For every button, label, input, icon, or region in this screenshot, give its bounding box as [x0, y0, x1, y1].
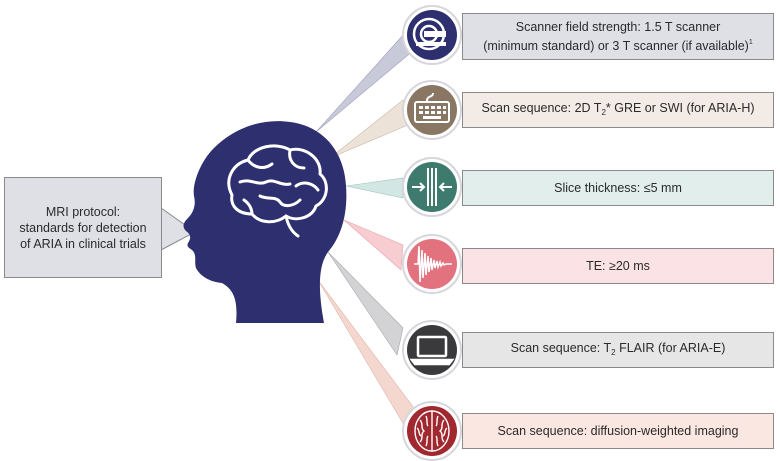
intro-line-1: MRI protocol: — [45, 204, 121, 219]
item-label-scanner-field-strength: Scanner field strength: 1.5 T scanner (m… — [462, 13, 774, 60]
intro-label: MRI protocol: standards for detection of… — [4, 177, 162, 278]
laptop-icon — [409, 335, 455, 366]
item-4-text: TE: ≥20 ms — [586, 259, 650, 273]
item-1-line-1: Scanner field strength: 1.5 T scanner — [515, 20, 721, 34]
slice-thickness-icon — [412, 168, 452, 206]
item-label-te: TE: ≥20 ms — [462, 248, 774, 284]
brain-icon — [227, 144, 328, 238]
keyboard-icon — [414, 92, 450, 123]
item-label-flair: Scan sequence: T2 FLAIR (for ARIA-E) — [462, 332, 774, 368]
icon-circle-3 — [402, 157, 462, 217]
item-2-text: Scan sequence: 2D T2* GRE or SWI (for AR… — [481, 100, 755, 117]
footnote-marker: 1 — [748, 39, 753, 46]
item-5-text: Scan sequence: T2 FLAIR (for ARIA-E) — [510, 340, 726, 357]
item-1-line-2: (minimum standard) or 3 T scanner (if av… — [483, 39, 753, 53]
item-label-diffusion-weighted: Scan sequence: diffusion-weighted imagin… — [462, 413, 774, 449]
item-3-text: Slice thickness: ≤5 mm — [554, 181, 682, 195]
item-label-scan-sequence-gre-swi: Scan sequence: 2D T2* GRE or SWI (for AR… — [462, 92, 774, 128]
intro-line-2: standards for detection — [19, 220, 147, 235]
connector-4 — [343, 219, 404, 271]
mri-scanner-icon — [412, 17, 446, 51]
icon-circle-5 — [402, 320, 462, 380]
icon-circle-2 — [402, 80, 462, 140]
connector-5 — [327, 251, 404, 356]
icon-circle-6 — [402, 401, 462, 461]
item-label-slice-thickness: Slice thickness: ≤5 mm — [462, 170, 774, 206]
icon-circle-1 — [402, 5, 462, 65]
item-6-text: Scan sequence: diffusion-weighted imagin… — [497, 424, 739, 438]
connector-3 — [345, 177, 404, 199]
brain-scan-icon — [414, 410, 450, 452]
intro-line-3: of ARIA in clinical trials — [20, 236, 146, 251]
icon-circle-4 — [402, 234, 462, 294]
signal-decay-icon — [414, 245, 452, 283]
